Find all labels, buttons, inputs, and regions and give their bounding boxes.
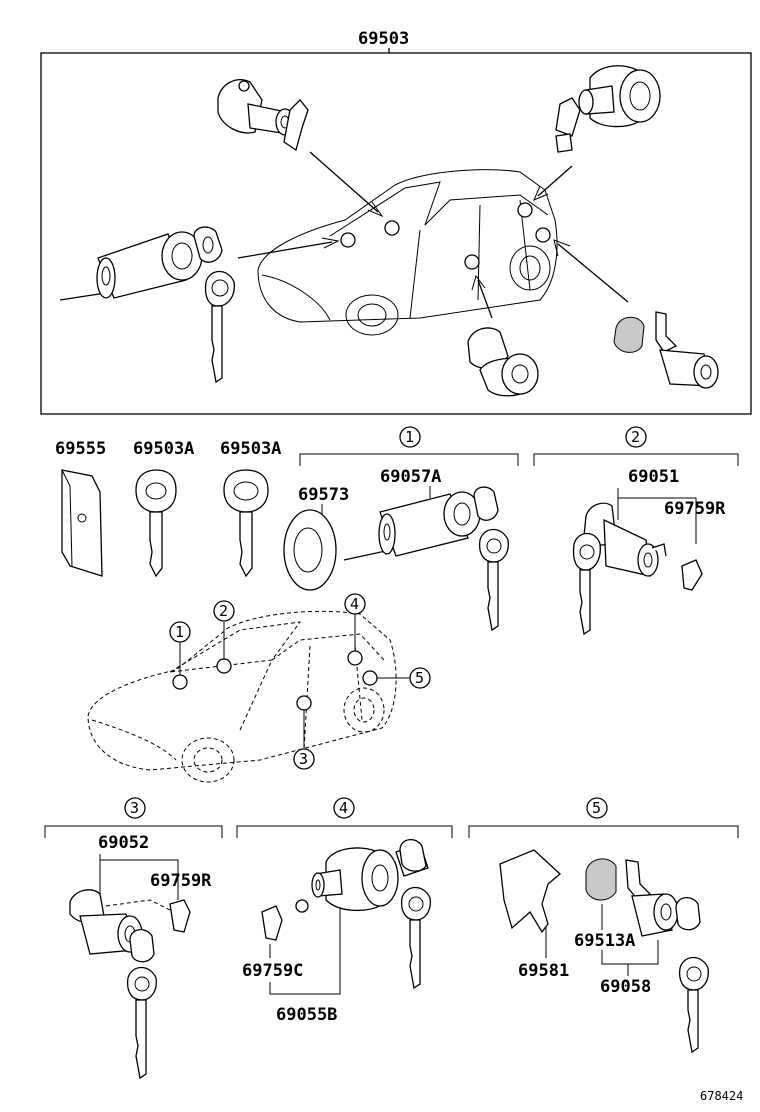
top-assembly-group: 69503 [40,29,752,415]
callout-4-car[interactable]: 4 [350,595,359,613]
door-lock-front-top [217,79,309,152]
key-69503A-1: 69503A [133,439,194,578]
group-2-front-door: 2 69051 69759R [533,426,739,636]
part-number-69759R-front[interactable]: 69759R [664,499,726,519]
group-3-rear-door: 3 69052 69759R [44,797,223,1080]
key-69503A-2: 69503A [220,439,281,578]
group-5-back-door: 5 69581 69513A 69058 [468,797,739,1054]
car-illustration-top [257,169,558,336]
callout-3-bottom[interactable]: 3 [130,799,139,817]
callout-1-car[interactable]: 1 [175,623,184,641]
reference-number: 678424 [700,1089,743,1103]
back-lock-top [555,65,661,153]
part-number-69052[interactable]: 69052 [98,833,149,853]
callout-2-top[interactable]: 2 [631,428,640,446]
callout-5-bottom[interactable]: 5 [592,799,601,817]
back-door-lock-top [613,311,719,389]
group-4-glove-box: 4 69759C 69055B [236,797,453,1025]
part-number-69051[interactable]: 69051 [628,467,679,487]
callout-4-bottom[interactable]: 4 [339,799,348,817]
callout-5-car[interactable]: 5 [415,669,424,687]
part-number-69573[interactable]: 69573 [298,485,349,505]
assembly-frame [40,52,752,415]
part-number-69759R-rear[interactable]: 69759R [150,871,212,891]
part-number-69058[interactable]: 69058 [600,977,651,997]
callout-3-car[interactable]: 3 [299,750,308,768]
part-number-69055B[interactable]: 69055B [276,1005,337,1025]
cover-69555: 69555 [55,439,106,577]
part-number-69503A-1[interactable]: 69503A [133,439,194,459]
part-number-69513A[interactable]: 69513A [574,931,635,951]
part-number-69759C[interactable]: 69759C [242,961,303,981]
callout-2-car[interactable]: 2 [219,602,228,620]
part-number-69503[interactable]: 69503 [358,29,409,49]
part-number-69503A-2[interactable]: 69503A [220,439,281,459]
callout-1-top[interactable]: 1 [405,428,414,446]
part-number-69057A[interactable]: 69057A [380,467,441,487]
part-number-69555[interactable]: 69555 [55,439,106,459]
ignition-lock-top [59,226,235,384]
car-illustration-middle: 1 2 3 4 5 [87,593,431,783]
assembly-arrows [237,151,629,319]
part-number-69581[interactable]: 69581 [518,961,569,981]
door-lock-rear-top [467,327,539,397]
group-1-ignition: 1 69573 69057A [283,426,519,632]
